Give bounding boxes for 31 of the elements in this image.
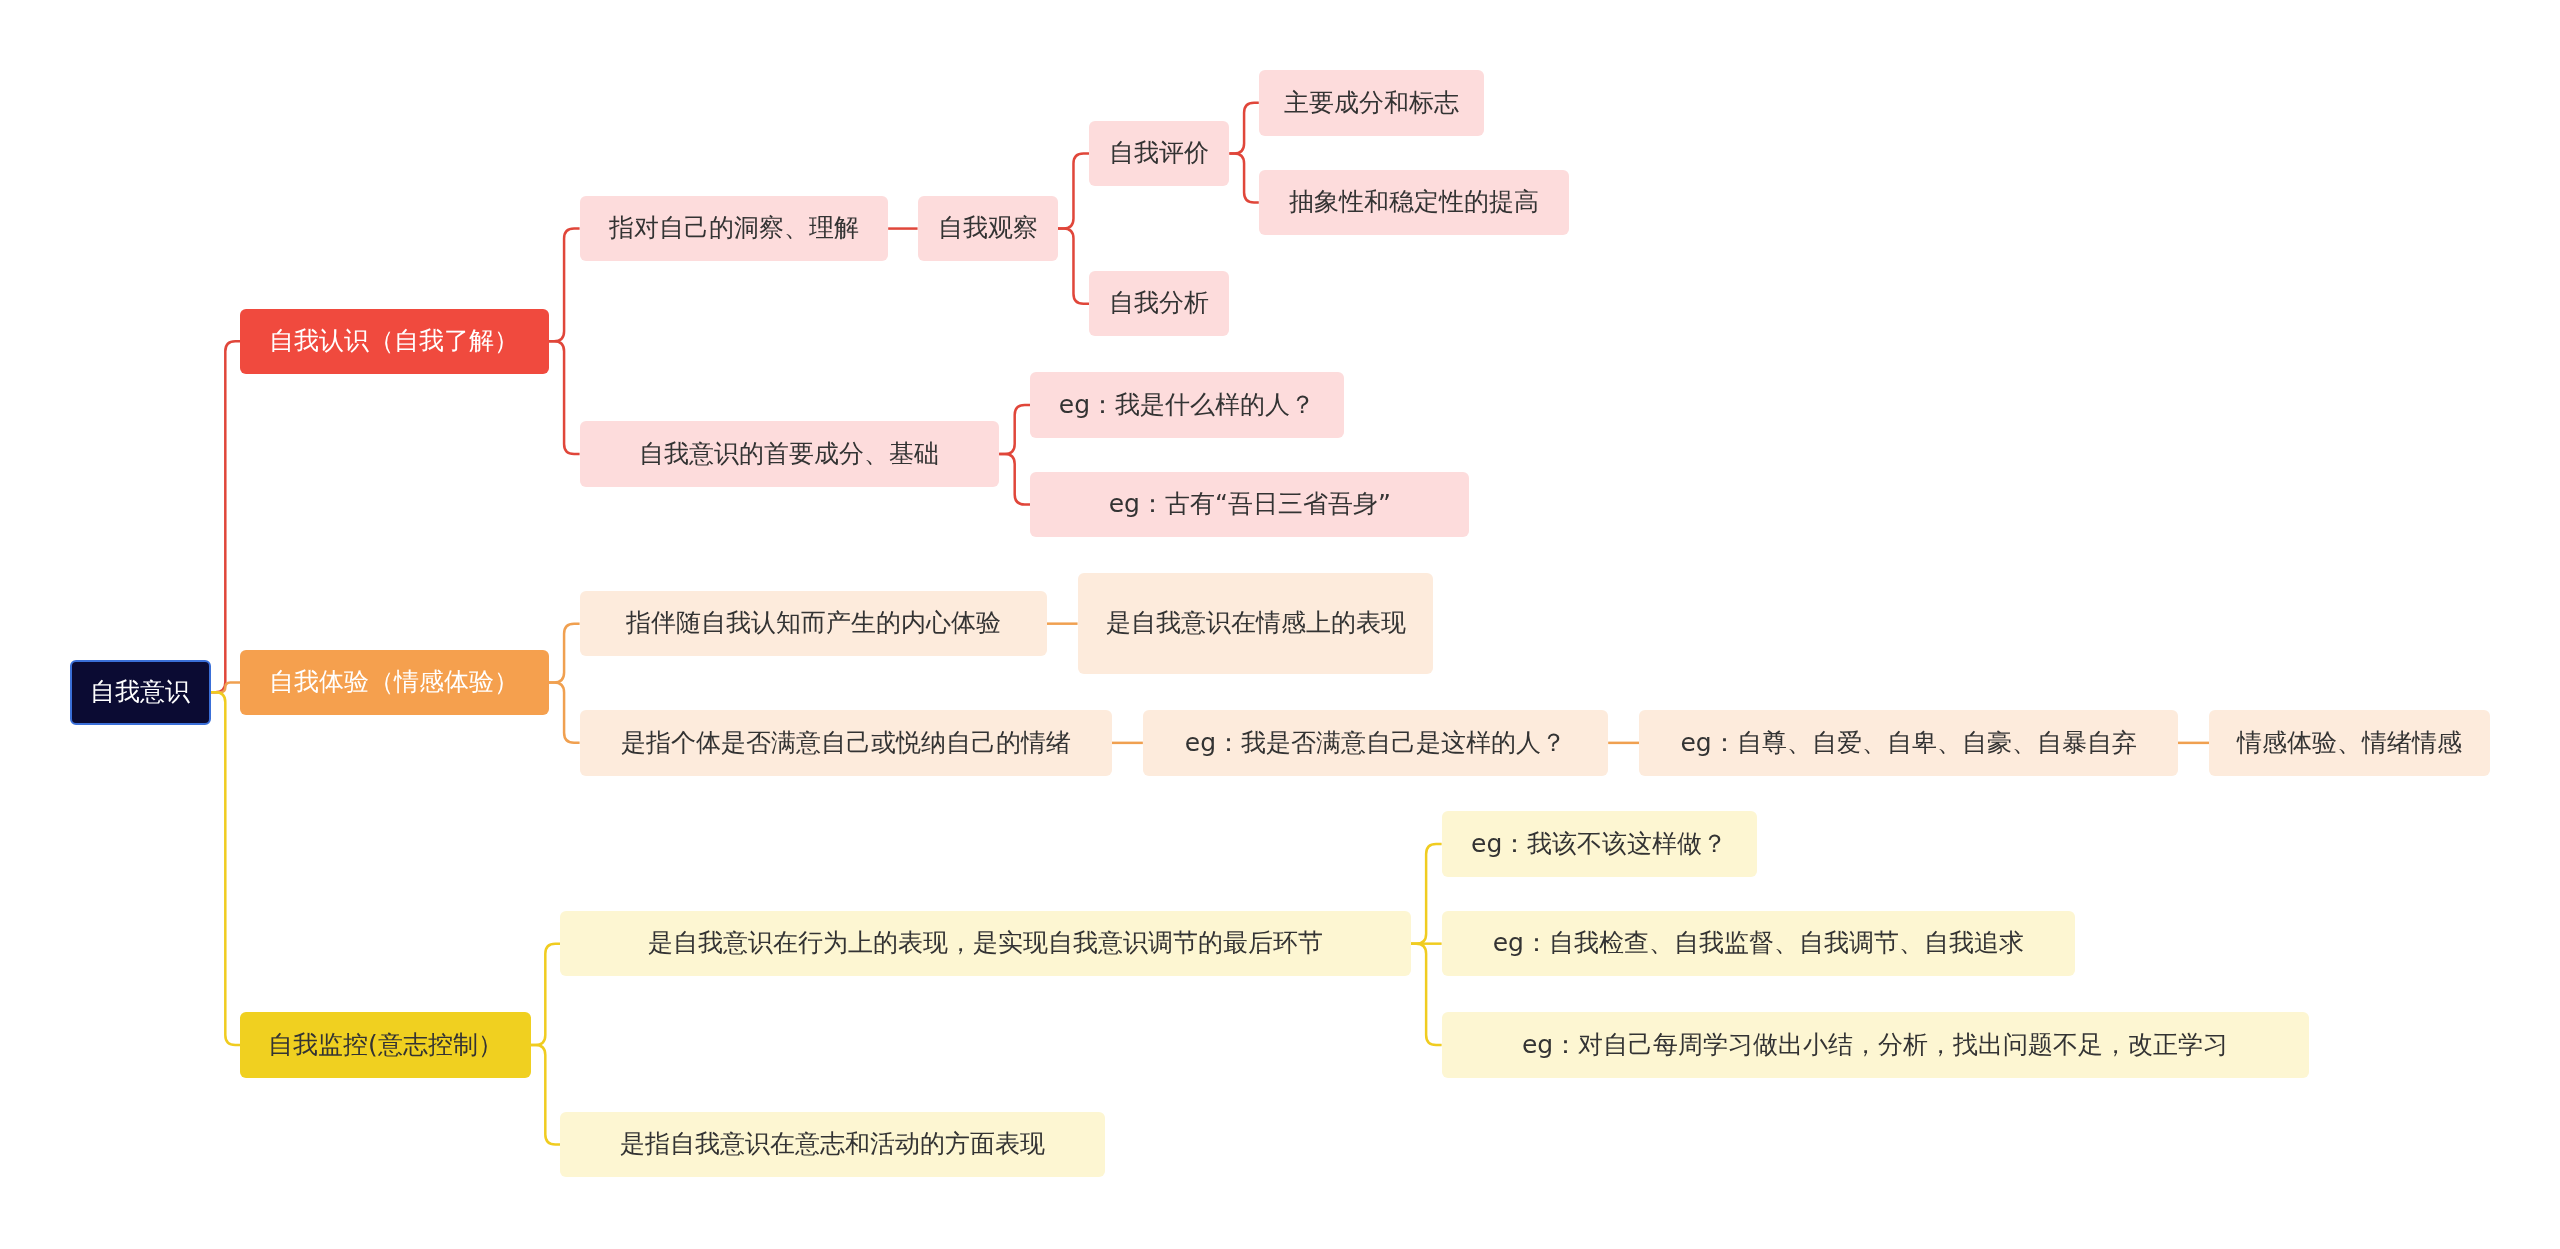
topic-box: 是指自我意识在意志和活动的方面表现 [560, 1111, 1106, 1178]
topic-box: 情感体验、情绪情感 [2208, 710, 2490, 776]
central-topic: 自我意识 [70, 659, 211, 725]
topic-box: 自我分析 [1088, 271, 1230, 337]
topic-box: eg：我是什么样的人？ [1030, 372, 1344, 438]
topic-box: eg：自我检查、自我监督、自我调节、自我追求 [1441, 911, 2076, 977]
topic-box: 自我认识（自我了解） [240, 308, 549, 374]
topic-box: 是自我意识在情感上的表现 [1077, 573, 1434, 675]
topic-box: 自我意识的首要成分、基础 [579, 421, 1000, 487]
topic-box: eg：古有“吾日三省吾身” [1030, 471, 1470, 538]
connector-line [1046, 622, 1078, 625]
connector-line [1229, 152, 1259, 204]
connector-line [1111, 741, 1143, 745]
connector-line [2177, 741, 2209, 745]
topic-box: eg：自尊、自爱、自卑、自豪、自暴自弃 [1639, 710, 2178, 776]
topic-box: eg：对自己每周学习做出小结，分析，找出问题不足，改正学习 [1441, 1012, 2309, 1078]
topic-box: 抽象性和稳定性的提高 [1258, 169, 1569, 236]
connector-line [1608, 741, 1640, 745]
topic-box: 是自我意识在行为上的表现，是实现自我意识调节的最后环节 [560, 911, 1411, 977]
topic-box: 自我评价 [1088, 120, 1230, 187]
topic-box: eg：我该不该这样做？ [1441, 811, 1757, 877]
topic-box: 指对自己的洞察、理解 [579, 195, 889, 262]
topic-box: eg：我是否满意自己是这样的人？ [1142, 710, 1609, 776]
topic-box: 是指个体是否满意自己或悦纳自己的情绪 [579, 710, 1112, 776]
topic-box: 自我体验（情感体验） [240, 649, 549, 716]
topic-box: 自我观察 [917, 195, 1058, 262]
connector-line [888, 227, 918, 230]
topic-box: 自我监控(意志控制） [240, 1012, 531, 1078]
topic-box: 主要成分和标志 [1258, 70, 1485, 136]
connector-line [999, 452, 1031, 506]
topic-box: 指伴随自我认知而产生的内心体验 [579, 591, 1047, 657]
